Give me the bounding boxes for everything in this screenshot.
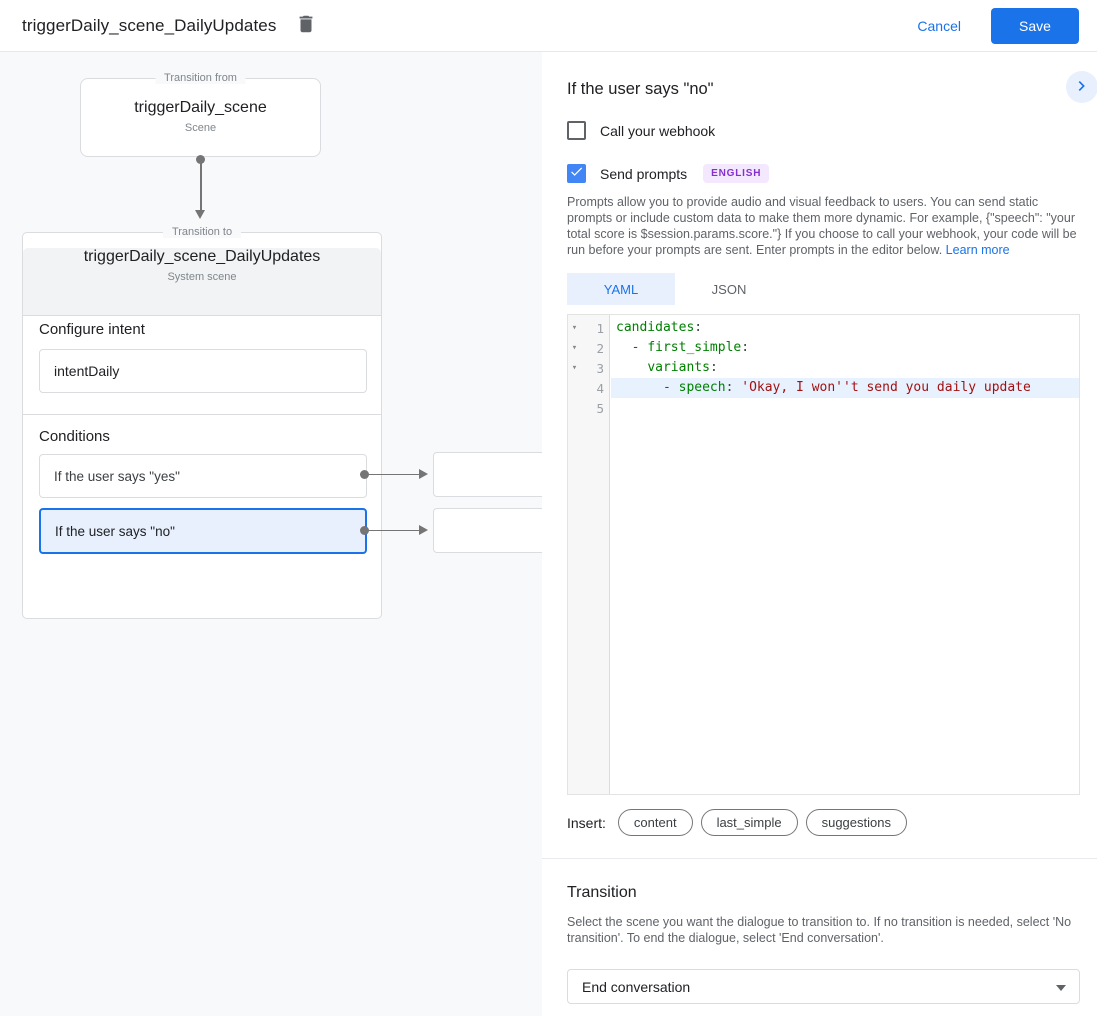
gutter-row: 4 xyxy=(568,378,609,398)
webhook-checkbox[interactable] xyxy=(567,121,586,140)
tab-yaml[interactable]: YAML xyxy=(567,273,675,305)
gutter-row: ▾3 xyxy=(568,358,609,378)
transition-dropdown-value: End conversation xyxy=(582,978,691,995)
insert-chip-last-simple[interactable]: last_simple xyxy=(700,809,798,836)
configure-intent-label: Configure intent xyxy=(39,321,145,338)
language-badge: ENGLISH xyxy=(703,164,770,183)
to-scene-title: triggerDaily_scene_DailyUpdates xyxy=(83,248,321,265)
code-segment xyxy=(616,360,647,375)
condition-yes-connector-line xyxy=(367,473,419,475)
code-segment: - xyxy=(616,340,648,355)
delete-button[interactable] xyxy=(292,12,320,40)
code-line[interactable]: - first_simple: xyxy=(611,338,1079,358)
condition-yes-target-node[interactable] xyxy=(433,452,552,497)
fold-toggle-icon[interactable]: ▾ xyxy=(571,343,578,353)
condition-yes-arrowhead xyxy=(419,469,428,479)
card-divider xyxy=(23,414,381,415)
code-segment: 'Okay, I won''t send you daily update xyxy=(741,380,1031,395)
line-number: 4 xyxy=(596,380,604,396)
code-line[interactable]: - speech: 'Okay, I won''t send you daily… xyxy=(611,378,1079,398)
checkmark-icon xyxy=(569,164,584,184)
tab-json[interactable]: JSON xyxy=(711,281,747,297)
code-segment: : xyxy=(694,320,703,335)
fold-toggle-icon[interactable]: ▾ xyxy=(571,323,578,333)
code-segment: - xyxy=(616,380,679,395)
code-segment: first_simple xyxy=(647,340,742,355)
chevron-right-icon xyxy=(1072,76,1092,99)
transition-to-card: Transition to triggerDaily_scene_DailyUp… xyxy=(22,226,382,619)
insert-row: Insert: content last_simple suggestions xyxy=(567,809,915,836)
code-segment: : xyxy=(741,340,750,355)
insert-chip-suggestions[interactable]: suggestions xyxy=(805,809,907,836)
page-title: triggerDaily_scene_DailyUpdates xyxy=(22,15,277,35)
prompts-description: Prompts allow you to provide audio and v… xyxy=(567,194,1084,258)
fold-toggle-icon[interactable]: ▾ xyxy=(571,363,578,373)
dropdown-caret-icon xyxy=(1056,985,1066,991)
send-prompts-row: Send prompts ENGLISH xyxy=(567,164,770,183)
condition-no-arrowhead xyxy=(419,525,428,535)
from-scene-type: Scene xyxy=(184,122,217,134)
code-segment: speech xyxy=(678,380,726,395)
condition-row-no[interactable]: If the user says "no" xyxy=(39,508,367,554)
code-line[interactable] xyxy=(611,398,1079,418)
insert-chip-content[interactable]: content xyxy=(617,809,693,836)
code-segment: variants xyxy=(647,360,710,375)
panel-title: If the user says "no" xyxy=(567,80,714,98)
webhook-label: Call your webhook xyxy=(600,122,716,139)
webhook-row: Call your webhook xyxy=(567,121,715,140)
intent-value-box[interactable]: intentDaily xyxy=(39,349,367,393)
condition-no-connector-line xyxy=(367,529,419,531)
code-line[interactable]: variants: xyxy=(611,358,1079,378)
section-divider xyxy=(542,858,1097,859)
to-scene-type: System scene xyxy=(167,271,237,283)
condition-detail-panel: If the user says "no" Call your webhook … xyxy=(542,52,1097,1016)
transition-to-label: Transition to xyxy=(162,226,242,238)
transition-dropdown[interactable]: End conversation xyxy=(567,969,1080,1004)
gutter-row: 5 xyxy=(568,398,609,418)
transition-from-label: Transition from xyxy=(155,72,246,84)
condition-no-port-dot xyxy=(360,526,369,535)
connector-dot xyxy=(196,155,205,164)
code-segment: : xyxy=(725,380,742,395)
from-scene-title: triggerDaily_scene xyxy=(134,99,267,116)
transition-from-node[interactable]: Transition from triggerDaily_scene Scene xyxy=(80,72,321,157)
insert-label: Insert: xyxy=(567,814,606,831)
condition-no-target-node[interactable] xyxy=(433,508,552,553)
gutter-row: ▾1 xyxy=(568,318,609,338)
top-bar: triggerDaily_scene_DailyUpdates Cancel S… xyxy=(0,0,1097,52)
condition-yes-port-dot xyxy=(360,470,369,479)
prompts-description-text: Prompts allow you to provide audio and v… xyxy=(567,195,1077,257)
code-line[interactable]: candidates: xyxy=(611,318,1079,338)
line-number: 5 xyxy=(596,400,604,416)
editor-tabs: YAML JSON xyxy=(567,273,783,305)
conditions-label: Conditions xyxy=(39,428,110,445)
transition-description: Select the scene you want the dialogue t… xyxy=(567,915,1072,945)
connector-line-vertical xyxy=(200,161,202,210)
line-number: 2 xyxy=(596,340,604,356)
code-segment: candidates xyxy=(616,320,695,335)
trash-icon xyxy=(295,13,317,38)
gutter-row: ▾2 xyxy=(568,338,609,358)
collapse-panel-button[interactable] xyxy=(1066,71,1097,103)
line-number: 1 xyxy=(596,320,604,336)
learn-more-link[interactable]: Learn more xyxy=(945,243,1010,257)
code-segment: : xyxy=(709,360,718,375)
transition-section-title: Transition xyxy=(567,884,637,901)
cancel-button[interactable]: Cancel xyxy=(917,17,961,34)
to-scene-header[interactable]: triggerDaily_scene_DailyUpdates System s… xyxy=(23,248,381,316)
line-number: 3 xyxy=(596,360,604,376)
send-prompts-checkbox[interactable] xyxy=(567,164,586,183)
condition-row-yes[interactable]: If the user says "yes" xyxy=(39,454,367,498)
save-button[interactable]: Save xyxy=(991,7,1079,44)
send-prompts-label: Send prompts xyxy=(600,165,688,182)
connector-arrowhead-down xyxy=(195,210,205,219)
code-area[interactable]: candidates: - first_simple: variants: - … xyxy=(611,315,1079,794)
